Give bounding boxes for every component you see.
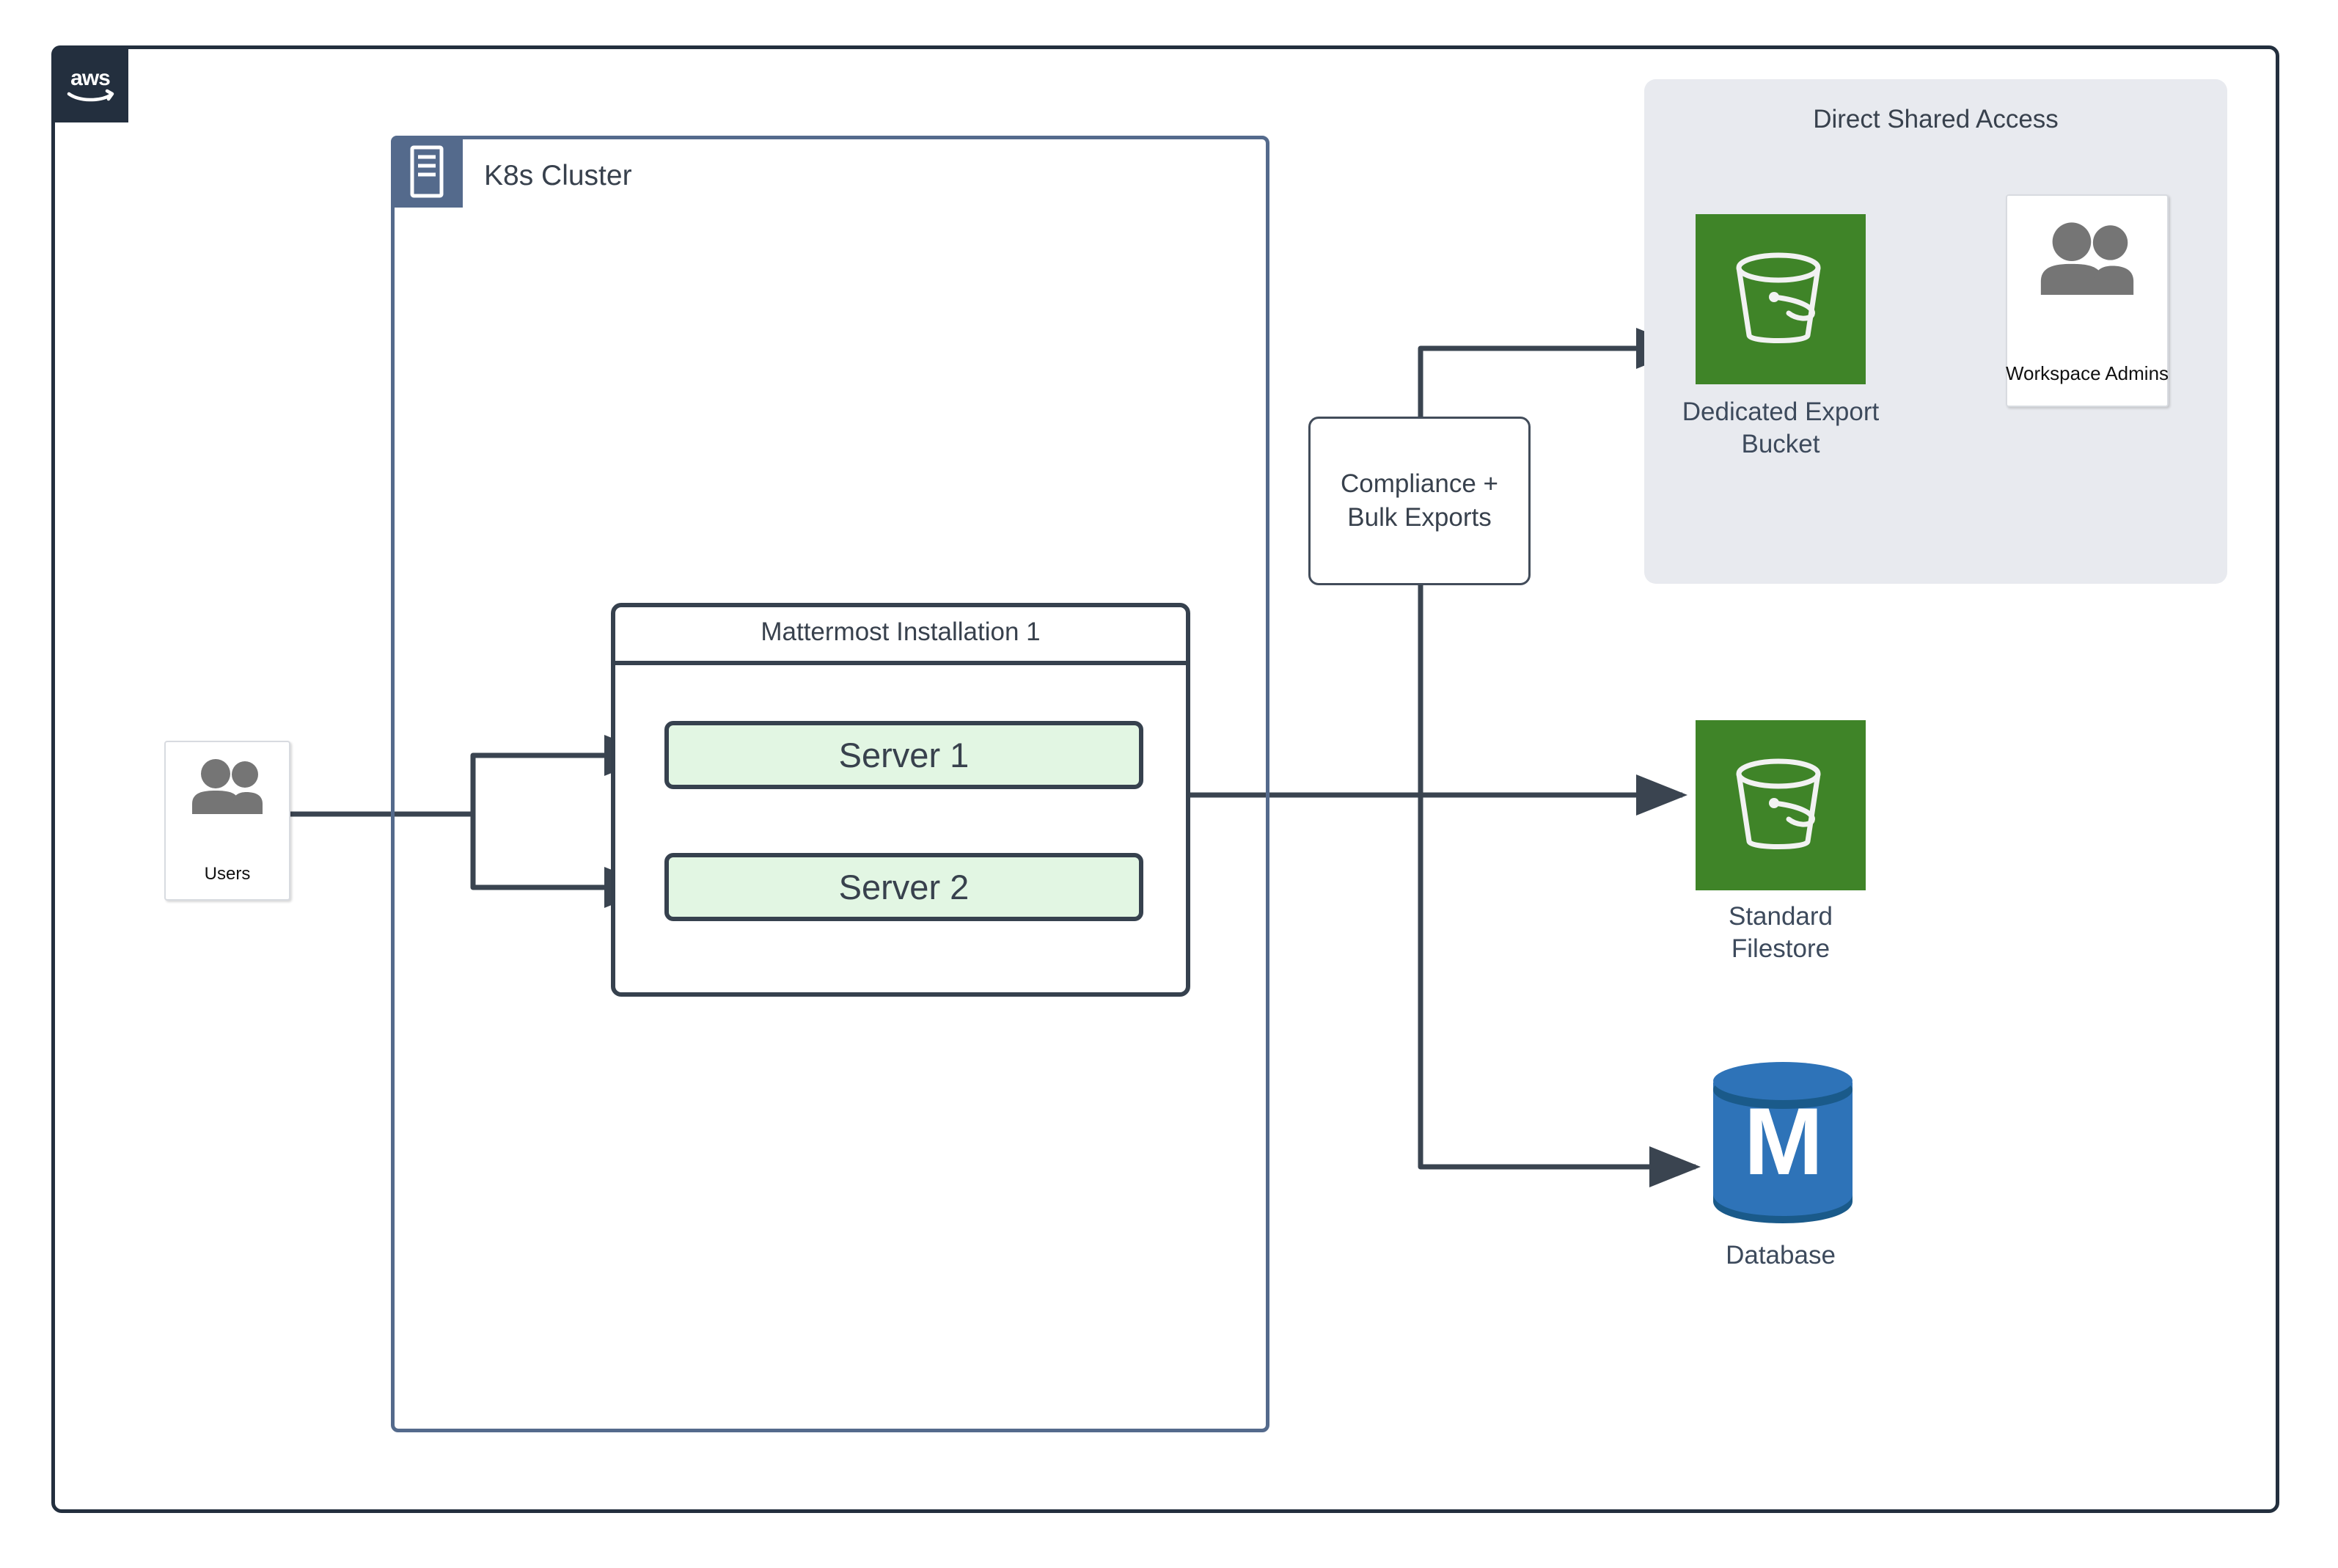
users-node[interactable]: Users — [164, 741, 290, 901]
export-bucket-caption-line-2: Bucket — [1741, 429, 1820, 458]
server-node-2[interactable]: Server 2 — [664, 853, 1143, 921]
mattermost-installation-title: Mattermost Installation 1 — [761, 617, 1041, 646]
filestore-caption: Standard Filestore — [1608, 901, 1954, 965]
compliance-bulk-exports-node[interactable]: Compliance + Bulk Exports — [1308, 417, 1531, 585]
server-node-1[interactable]: Server 1 — [664, 721, 1143, 789]
database-letter: M — [1743, 1088, 1823, 1195]
k8s-cluster-container — [391, 136, 1269, 1432]
filestore-caption-line-1: Standard — [1728, 902, 1833, 931]
people-icon — [189, 758, 265, 818]
server-rack-icon — [391, 136, 463, 208]
workspace-admins-node[interactable]: Workspace Admins — [2006, 194, 2169, 407]
svg-text:aws: aws — [70, 66, 110, 90]
server-2-label: Server 2 — [838, 868, 970, 906]
users-label: Users — [204, 864, 251, 884]
aws-logo-icon: aws — [51, 45, 128, 122]
export-bucket-caption: Dedicated Export Bucket — [1608, 396, 1954, 461]
compliance-line-1: Compliance + — [1341, 469, 1498, 498]
filestore-caption-line-2: Filestore — [1731, 934, 1831, 963]
export-bucket-caption-line-1: Dedicated Export — [1682, 398, 1880, 426]
direct-shared-access-title: Direct Shared Access — [1813, 105, 2059, 133]
compliance-line-2: Bulk Exports — [1347, 503, 1492, 532]
mattermost-installation-header: Mattermost Installation 1 — [611, 603, 1190, 665]
server-1-label: Server 1 — [838, 736, 970, 774]
database-cylinder-icon[interactable]: M — [1709, 1058, 1857, 1225]
database-caption: Database — [1726, 1241, 1836, 1270]
k8s-cluster-title: K8s Cluster — [484, 160, 632, 191]
people-icon — [2036, 221, 2139, 298]
s3-bucket-icon[interactable] — [1696, 720, 1866, 890]
s3-bucket-icon[interactable] — [1696, 214, 1866, 384]
mattermost-installation-box — [611, 603, 1190, 997]
workspace-admins-label: Workspace Admins — [2005, 362, 2169, 384]
aws-cloud-container — [51, 45, 2279, 1513]
